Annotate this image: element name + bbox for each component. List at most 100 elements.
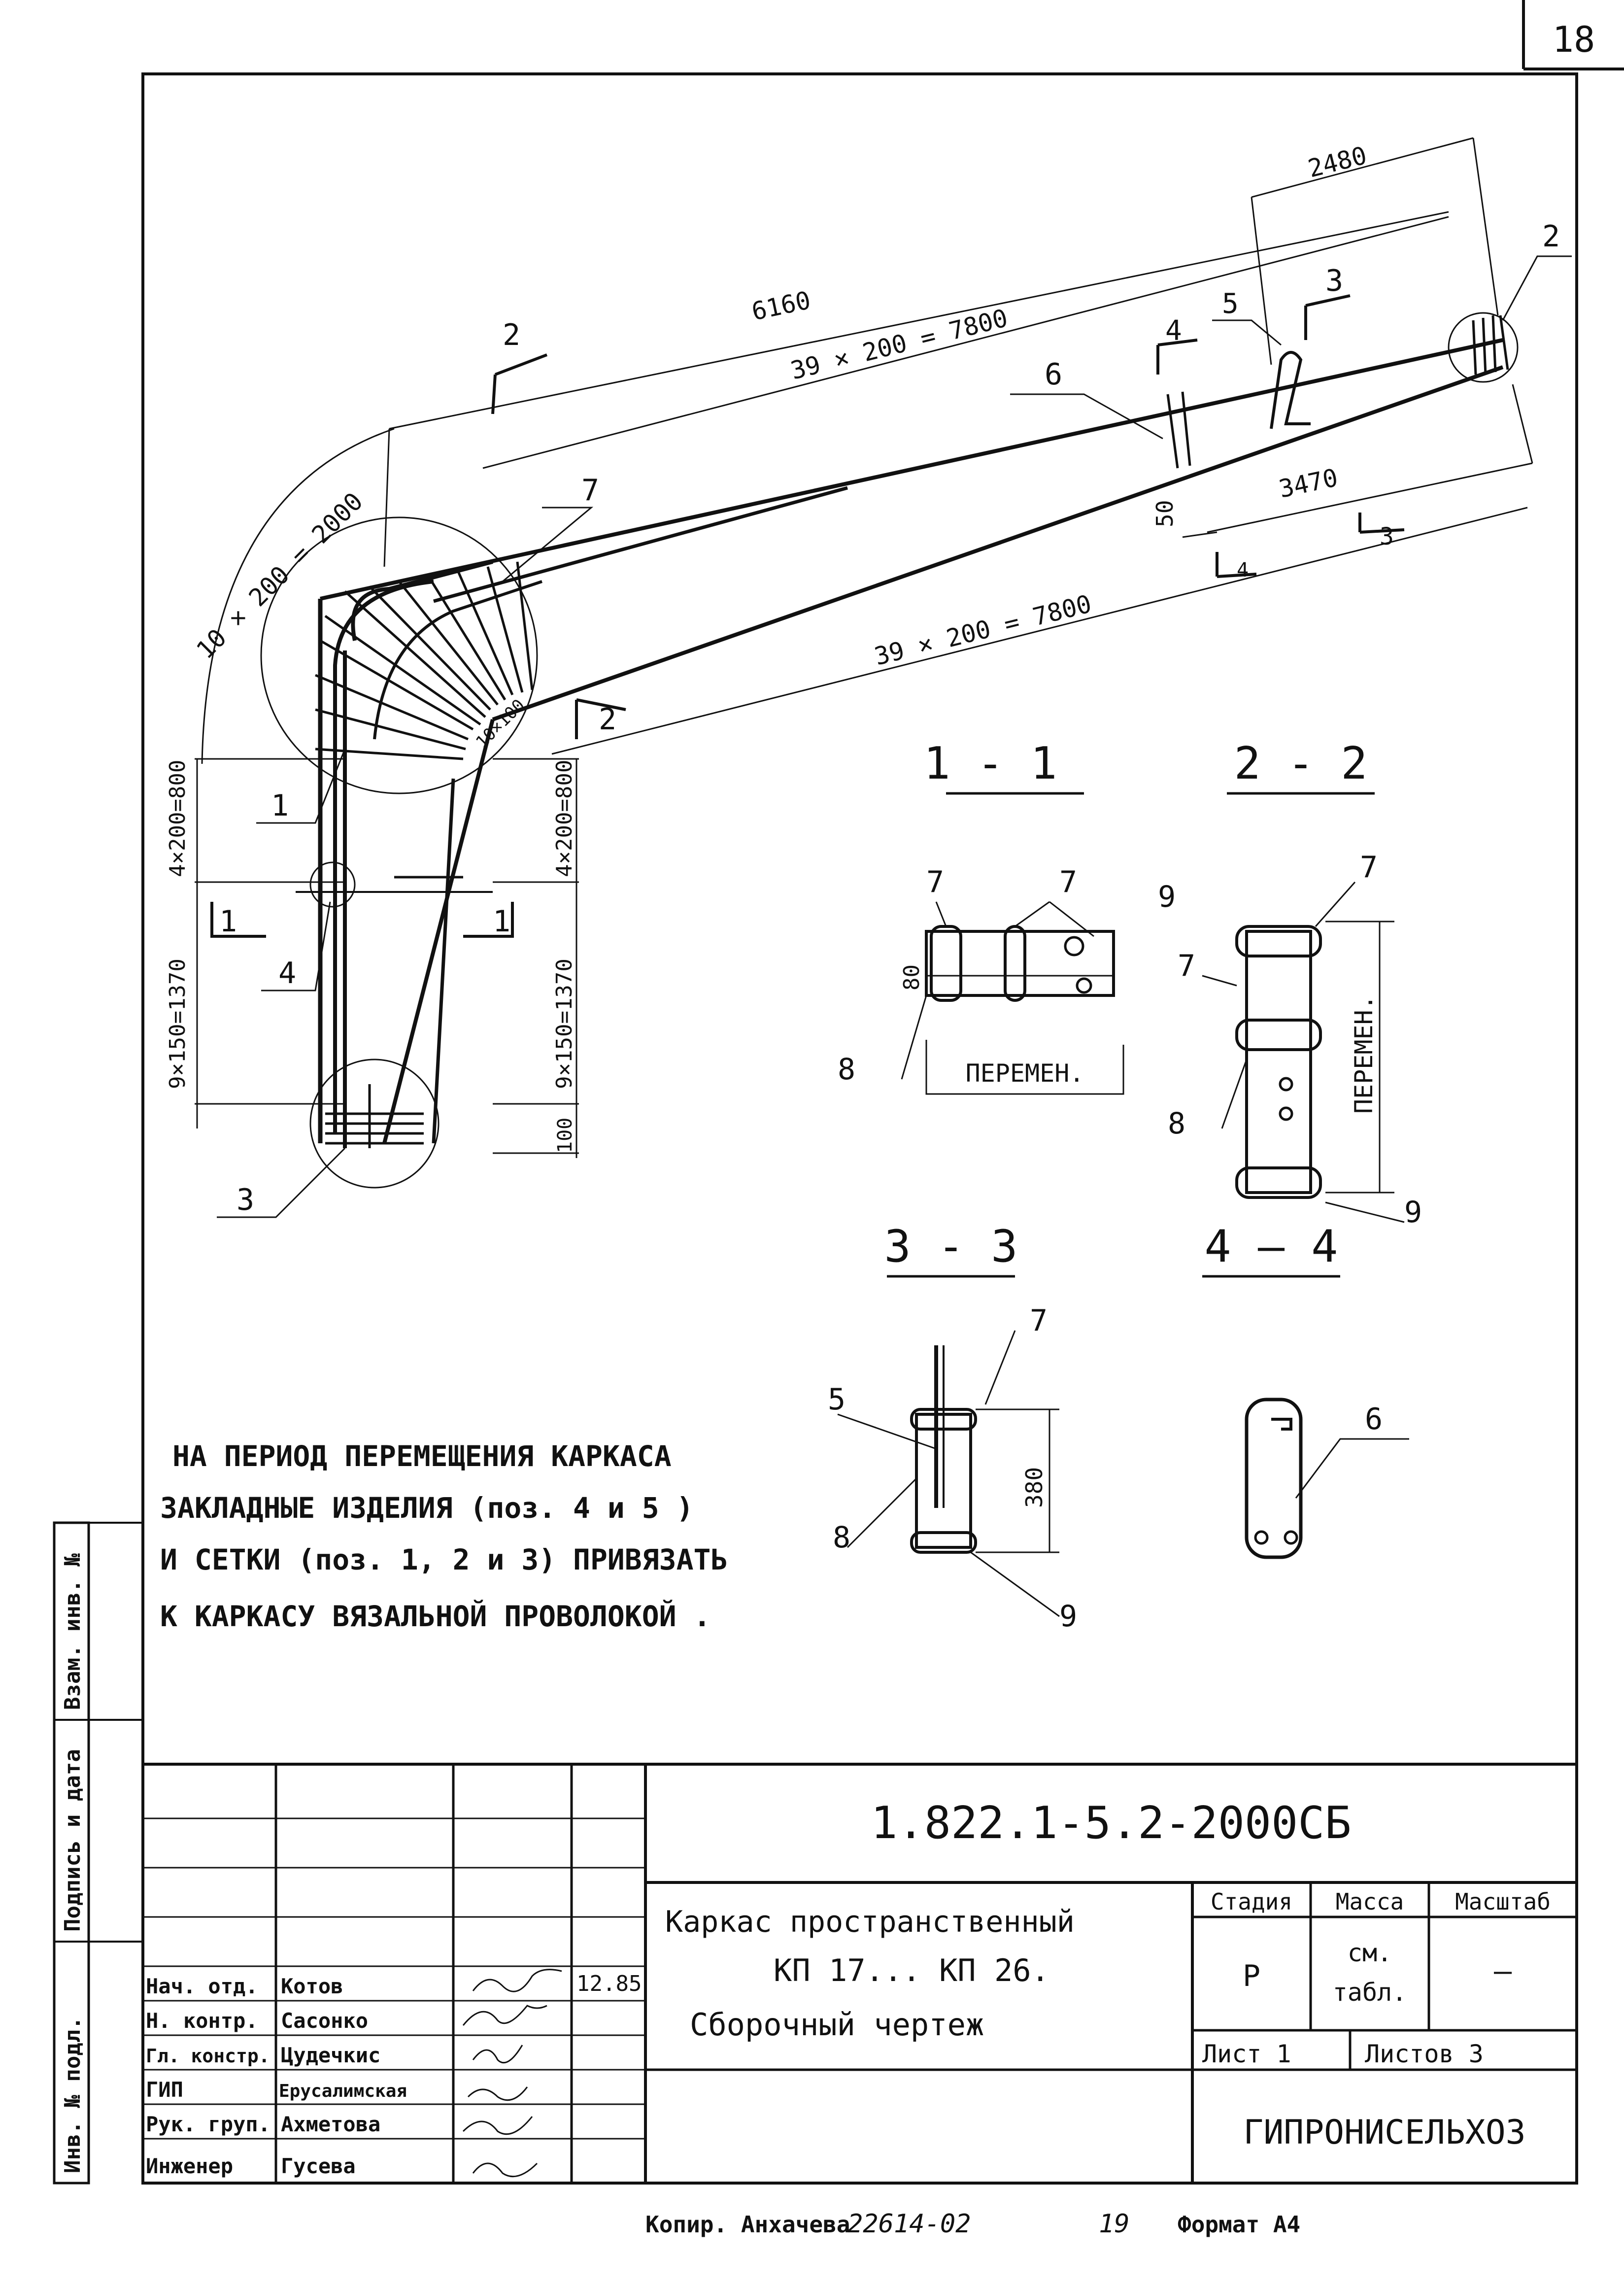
s22-callout-9: 9 — [1404, 1195, 1422, 1230]
doc-title-2: КП 17... КП 26. — [774, 1952, 1049, 1988]
role-1: Нач. отд. — [146, 1974, 258, 1998]
stamp-inv-podl: Инв. № подл. — [60, 2017, 85, 2173]
section-3-3: 3 - 3 7 5 8 9 380 — [828, 1221, 1077, 1634]
dim-6160: 6160 — [749, 286, 813, 326]
sheet-label: Лист 1 — [1202, 2040, 1291, 2068]
stamp-podpis: Подпись и дата — [60, 1749, 85, 1932]
dim-9x150-right: 9×150=1370 — [552, 958, 577, 1089]
dim-100: 100 — [554, 1118, 576, 1153]
stage-value: Р — [1243, 1959, 1260, 1993]
s33-callout-5: 5 — [828, 1382, 846, 1417]
section-2-2-title: 2 - 2 — [1234, 738, 1368, 789]
role-4: ГИП — [146, 2078, 183, 2102]
section-2-2: 2 - 2 7 7 8 9 ПЕРЕМЕН. — [1168, 738, 1422, 1230]
mass-header: Масса — [1336, 1888, 1404, 1915]
scale-value: — — [1494, 1954, 1512, 1988]
note-line-3: И СЕТКИ (поз. 1, 2 и 3) ПРИВЯЗАТЬ — [160, 1543, 728, 1576]
stage-header: Стадия — [1211, 1888, 1292, 1915]
main-frame — [141, 72, 1578, 2185]
doc-title-3: Сборочный чертеж — [690, 2007, 984, 2043]
s33-callout-8: 8 — [833, 1520, 850, 1555]
mass-value-2: табл. — [1333, 1978, 1407, 2007]
role-6: Инженер — [146, 2154, 233, 2178]
s11-dim-80: 80 — [899, 964, 924, 991]
dim-4x200-left: 4×200=800 — [165, 760, 190, 877]
section-mark-2-low: 2 — [599, 702, 616, 737]
role-3: Гл. констр. — [146, 2045, 270, 2067]
section-mark-3-low: 3 — [1380, 523, 1394, 550]
name-5: Ахметова — [281, 2112, 380, 2136]
callout-4: 4 — [278, 956, 296, 991]
stamp-vzam: Взам. инв. № — [60, 1553, 85, 1710]
dim-39x200-bottom: 39 × 200 = 7800 — [872, 589, 1094, 671]
footer-copied: Копир. Анхачева — [645, 2211, 850, 2238]
section-mark-4: 4 — [1165, 315, 1182, 347]
s33-dim-380: 380 — [1021, 1467, 1048, 1508]
sheets-label: Листов 3 — [1365, 2040, 1484, 2068]
note-block: НА ПЕРИОД ПЕРЕМЕЩЕНИЯ КАРКАСА ЗАКЛАДНЫЕ … — [160, 1439, 728, 1633]
note-line-1: НА ПЕРИОД ПЕРЕМЕЩЕНИЯ КАРКАСА — [172, 1439, 672, 1473]
name-6: Гусева — [281, 2154, 356, 2178]
signature-table: Нач. отд. Н. контр. Гл. констр. ГИП Рук.… — [146, 1969, 562, 2178]
approval-date: 12.85 — [576, 1971, 642, 1996]
s44-callout-6: 6 — [1365, 1402, 1383, 1436]
s11-width: ПЕРЕМЕН. — [966, 1059, 1084, 1088]
section-mark-1-left: 1 — [219, 904, 237, 939]
scale-header: Масштаб — [1455, 1888, 1551, 1915]
note-line-4: К КАРКАСУ ВЯЗАЛЬНОЙ ПРОВОЛОКОЙ . — [160, 1599, 710, 1633]
s33-callout-7: 7 — [1030, 1303, 1048, 1338]
s22-callout-7a: 7 — [1360, 850, 1378, 885]
section-1-1-title: 1 - 1 — [924, 738, 1057, 789]
mass-value-1: см. — [1348, 1939, 1392, 1967]
s33-callout-9: 9 — [1059, 1599, 1077, 1634]
doc-code: 1.822.1-5.2-2000СБ — [871, 1797, 1351, 1849]
name-4: Ерусалимская — [279, 2081, 407, 2101]
section-1-1: 1 - 1 7 7 9 8 80 ПЕРЕМЕН. — [838, 738, 1176, 1095]
section-mark-2-top: 2 — [503, 318, 520, 352]
callout-6: 6 — [1045, 357, 1062, 392]
callout-3: 3 — [237, 1183, 254, 1217]
callout-2: 2 — [1542, 219, 1560, 254]
footer-format: Формат А4 — [1178, 2211, 1300, 2238]
dim-39x200-top: 39 × 200 = 7800 — [788, 304, 1011, 385]
section-mark-4-low: 4 — [1237, 559, 1249, 581]
doc-title-1: Каркас пространственный — [665, 1905, 1075, 1939]
section-mark-1-right: 1 — [493, 904, 510, 939]
title-block — [143, 1763, 1577, 2183]
s11-callout-7b: 7 — [1059, 865, 1077, 899]
section-mark-3: 3 — [1325, 264, 1343, 298]
name-2: Сасонко — [281, 2009, 368, 2033]
organization: ГИПРОНИСЕЛЬХОЗ — [1243, 2113, 1525, 2152]
role-5: Рук. груп. — [146, 2112, 271, 2136]
s22-callout-8: 8 — [1168, 1106, 1185, 1141]
footer-page: 19 — [1099, 2209, 1130, 2239]
dimension-lines — [195, 137, 1533, 1158]
sheet-number: 18 — [1553, 19, 1595, 60]
section-marks — [210, 294, 1405, 938]
section-3-3-title: 3 - 3 — [884, 1221, 1018, 1272]
callout-7: 7 — [581, 473, 599, 508]
s11-callout-9: 9 — [1158, 880, 1176, 914]
role-2: Н. контр. — [146, 2009, 258, 2033]
section-4-4-title: 4 — 4 — [1205, 1221, 1338, 1272]
sheet-number-box: 18 — [1522, 0, 1624, 70]
s22-callout-7b: 7 — [1178, 949, 1195, 983]
signatures — [462, 1969, 562, 2178]
dim-3470: 3470 — [1276, 463, 1340, 504]
dim-9x150-left: 9×150=1370 — [165, 958, 190, 1089]
s11-callout-7a: 7 — [926, 865, 944, 899]
s11-callout-8: 8 — [838, 1052, 855, 1087]
dim-4x200-right: 4×200=800 — [552, 760, 577, 877]
section-4-4: 4 — 4 6 — [1202, 1221, 1409, 1559]
s22-height: ПЕРЕМЕН. — [1350, 995, 1378, 1114]
dim-2480: 2480 — [1305, 141, 1370, 183]
side-stamp: Взам. инв. № Подпись и дата Инв. № подл. — [53, 1521, 143, 2185]
callout-5: 5 — [1222, 288, 1239, 320]
name-3: Цудечкис — [281, 2043, 380, 2067]
callout-1: 1 — [271, 788, 289, 823]
name-1: Котов — [281, 1974, 343, 1998]
frame-elevation — [260, 312, 1519, 1189]
callout-leaders — [217, 255, 1572, 1218]
footer-order: 22614-02 — [847, 2209, 971, 2239]
